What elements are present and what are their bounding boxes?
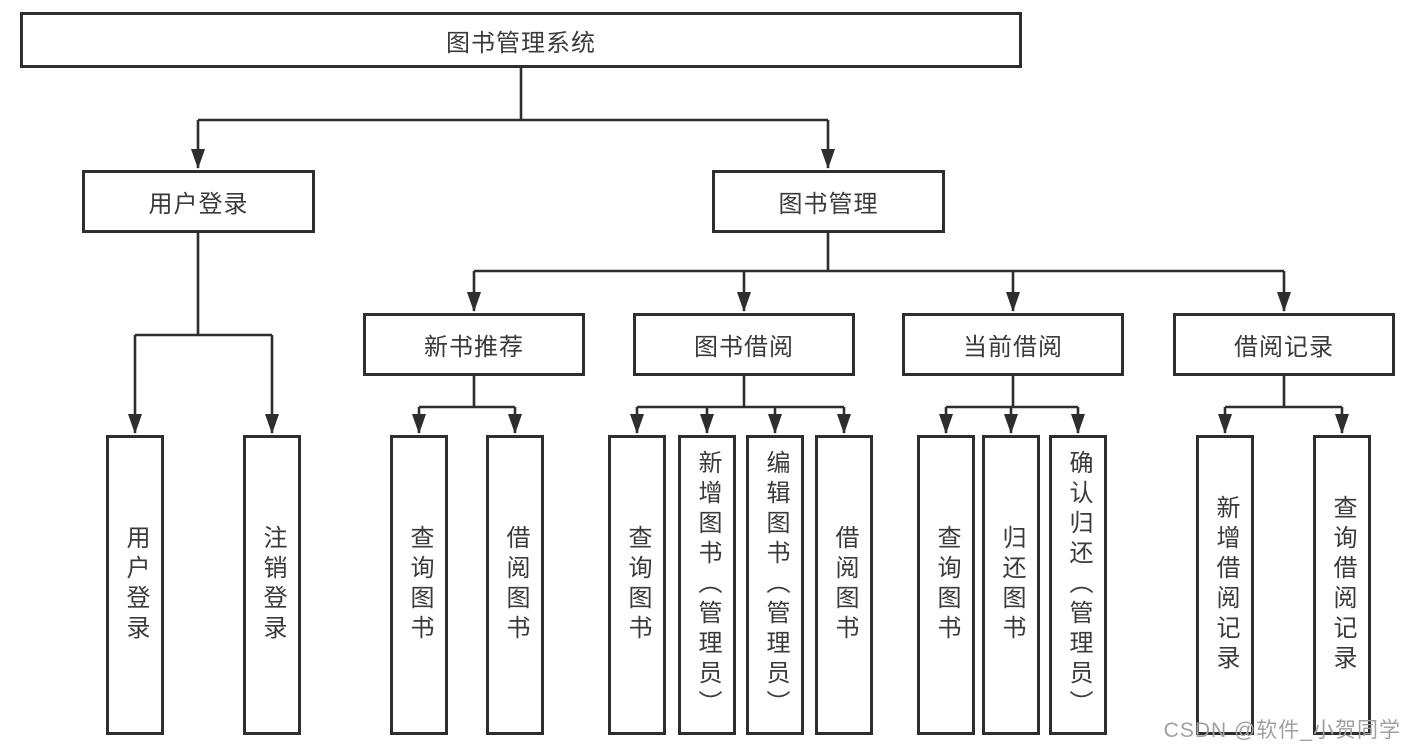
node-user-login: 用户登录 — [82, 170, 315, 233]
watermark: CSDN @软件_小贺同学 — [1163, 719, 1401, 742]
node-new-book-recommend: 新书推荐 — [363, 313, 585, 376]
leaf-label: 查询图书 — [624, 525, 651, 645]
node-book-management-system: 图书管理系统 — [20, 12, 1022, 68]
leaf-query-books-borrowing: 查询图书 — [608, 435, 666, 735]
leaf-label: 确认归还（管理员） — [1065, 450, 1092, 720]
leaf-label: 新增图书（管理员） — [694, 450, 721, 720]
leaf-query-books-recommend: 查询图书 — [390, 435, 448, 735]
node-borrowing-records: 借阅记录 — [1173, 313, 1395, 376]
leaf-label: 注销登录 — [259, 525, 286, 645]
leaf-label: 查询图书 — [406, 525, 433, 645]
leaf-confirm-return-admin: 确认归还（管理员） — [1049, 435, 1107, 735]
leaf-query-books-current: 查询图书 — [917, 435, 975, 735]
node-current-borrowing: 当前借阅 — [902, 313, 1124, 376]
leaf-logout: 注销登录 — [243, 435, 301, 735]
leaf-edit-books-admin: 编辑图书（管理员） — [746, 435, 804, 735]
leaf-label: 借阅图书 — [831, 525, 858, 645]
leaf-return-books: 归还图书 — [982, 435, 1040, 735]
leaf-label: 查询图书 — [933, 525, 960, 645]
leaf-label: 用户登录 — [122, 525, 149, 645]
leaf-label: 新增借阅记录 — [1212, 495, 1239, 675]
leaf-query-borrow-record: 查询借阅记录 — [1313, 435, 1371, 735]
node-book-management: 图书管理 — [712, 170, 945, 233]
node-book-borrowing: 图书借阅 — [633, 313, 855, 376]
leaf-label: 归还图书 — [998, 525, 1025, 645]
leaf-borrow-books: 借阅图书 — [815, 435, 873, 735]
leaf-add-books-admin: 新增图书（管理员） — [678, 435, 736, 735]
leaf-user-login: 用户登录 — [106, 435, 164, 735]
leaf-label: 编辑图书（管理员） — [762, 450, 789, 720]
leaf-borrow-books-recommend: 借阅图书 — [486, 435, 544, 735]
leaf-label: 借阅图书 — [502, 525, 529, 645]
leaf-add-borrow-record: 新增借阅记录 — [1196, 435, 1254, 735]
leaf-label: 查询借阅记录 — [1329, 495, 1356, 675]
